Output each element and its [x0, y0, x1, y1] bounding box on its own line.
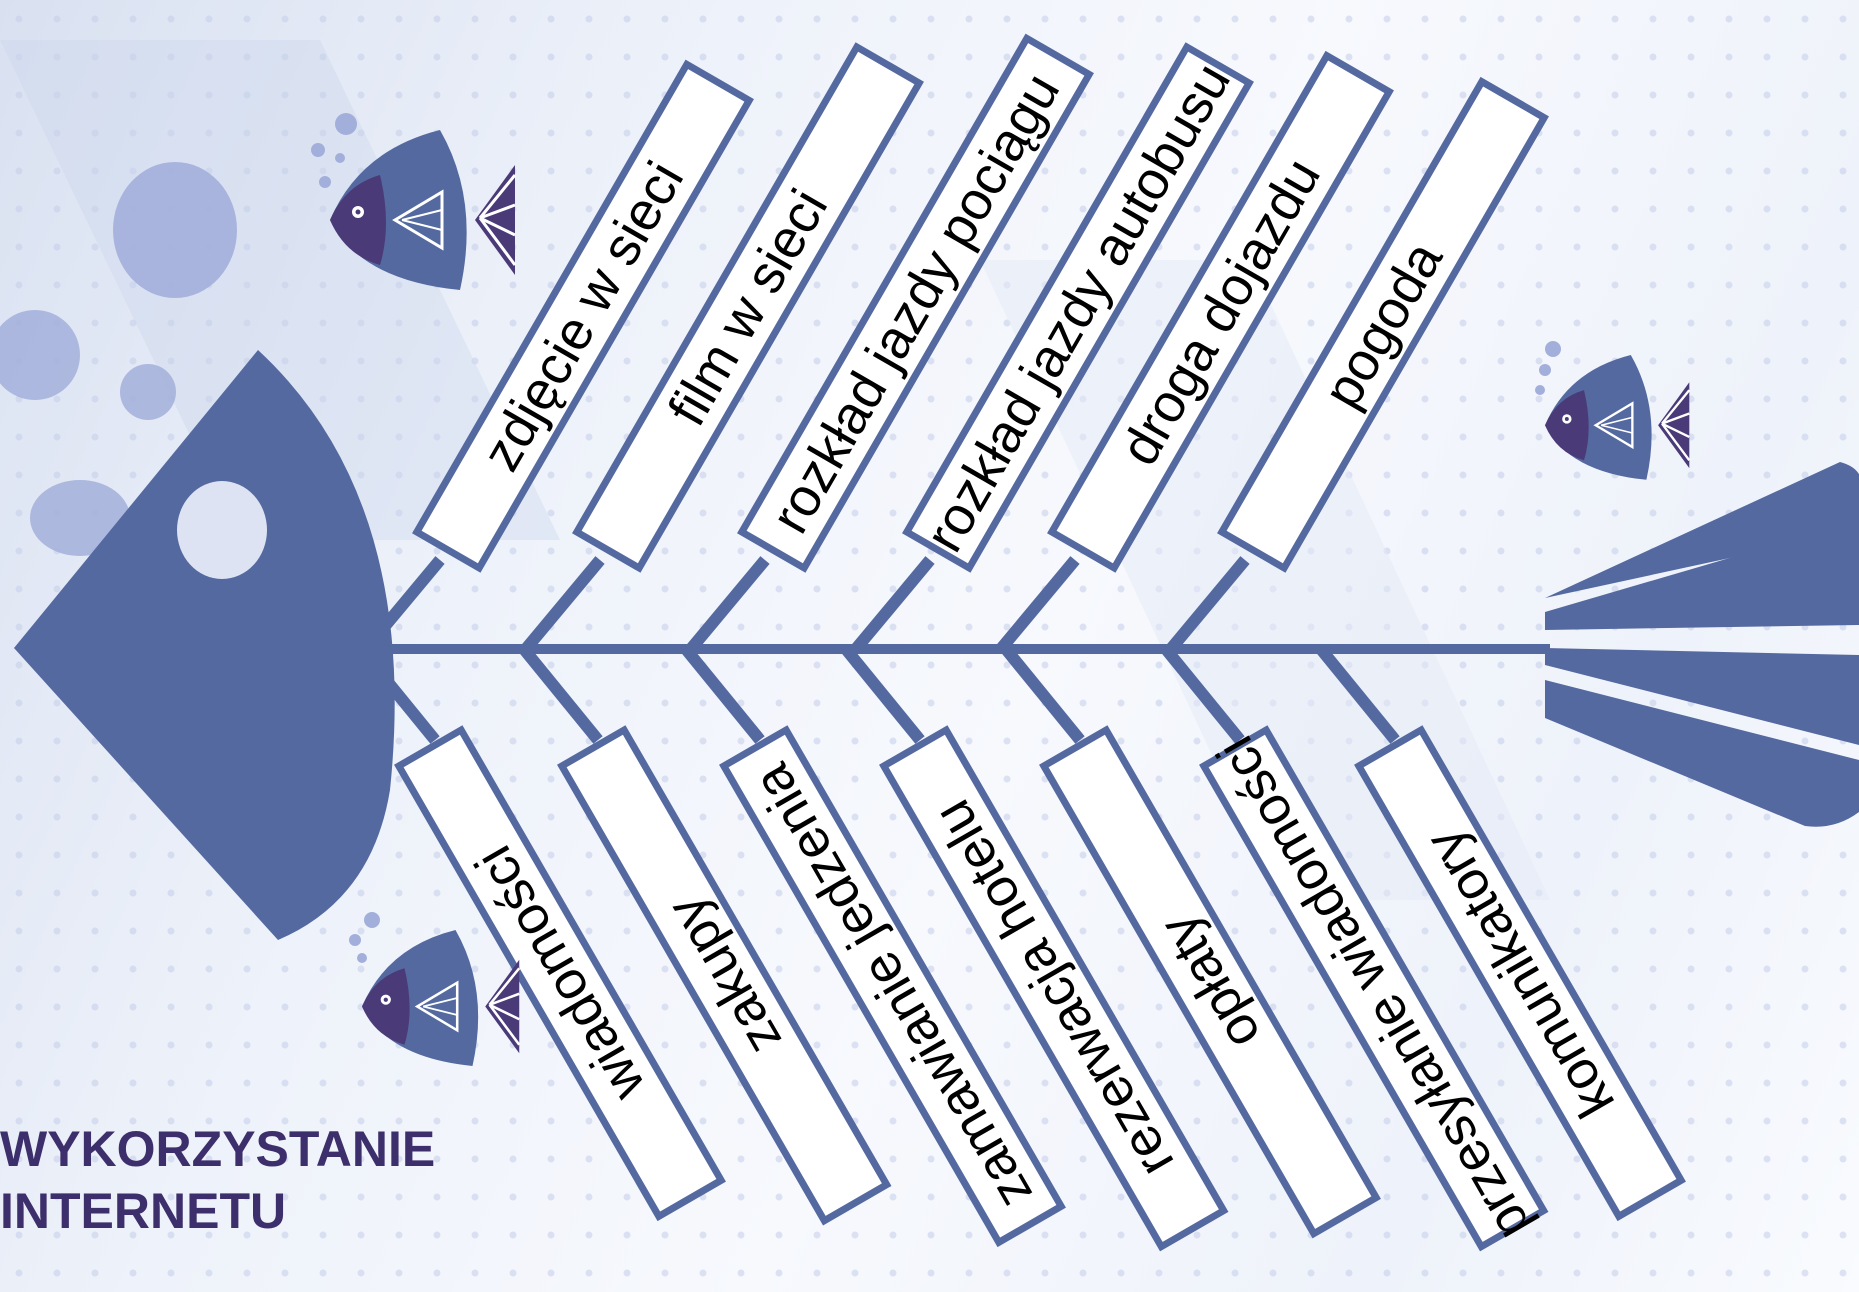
title-line-1: WYKORZYSTANIE: [0, 1121, 436, 1177]
rib-box-frame: [737, 33, 1094, 573]
fish-eye: [177, 481, 267, 579]
small-fishes: [330, 130, 1691, 1066]
background-band: [0, 40, 560, 540]
rib-box-frame: [412, 59, 754, 573]
bubble-icon: [0, 310, 80, 400]
bubble-icon: [349, 934, 361, 946]
fish-tail-icon: [1545, 462, 1859, 827]
rib-box-frame: [1354, 725, 1686, 1222]
rib-line-bottom: [355, 644, 440, 744]
rib-box-frame: [1047, 50, 1394, 573]
rib-box-frame: [557, 725, 892, 1226]
rib-box-frame: [1217, 76, 1549, 573]
rib-line-bottom: [1315, 644, 1400, 744]
rib-line-bottom: [518, 644, 603, 744]
rib-box-frame: [572, 42, 924, 573]
bubbles: [0, 113, 1561, 963]
rib-line-top: [685, 556, 770, 654]
rib-line-top: [995, 556, 1080, 654]
rib-box-frame: [1199, 725, 1549, 1252]
title-line-2: INTERNETU: [0, 1183, 287, 1239]
bubble-icon: [311, 143, 325, 157]
rib-box-frame: [394, 725, 726, 1222]
bubble-icon: [1535, 385, 1545, 395]
rib-line-bottom: [680, 644, 765, 744]
rib-line-top: [1165, 556, 1250, 654]
rib-line-top: [360, 556, 445, 654]
bubble-icon: [1545, 341, 1561, 357]
small-fish-icon: [1545, 355, 1691, 480]
bubble-icon: [357, 953, 367, 963]
bubble-icon: [113, 162, 237, 298]
diagram-title: WYKORZYSTANIE INTERNETU: [0, 1118, 435, 1242]
rib-box-frame: [902, 42, 1254, 573]
bubble-icon: [335, 153, 345, 163]
bubble-icon: [319, 176, 331, 188]
bubble-icon: [335, 113, 357, 135]
rib-line-top: [850, 556, 935, 654]
rib-line-top: [520, 556, 605, 654]
spine: [340, 644, 1550, 654]
small-fish-icon: [362, 930, 521, 1066]
rib-box-frame: [719, 725, 1066, 1248]
rib-line-bottom: [840, 644, 925, 744]
rib-line-bottom: [1160, 644, 1245, 744]
rib-box-frame: [1039, 725, 1381, 1239]
bubble-icon: [364, 912, 380, 928]
bubble-icon: [120, 364, 176, 420]
fish-head-icon: [14, 350, 395, 940]
rib-line-bottom: [1000, 644, 1085, 744]
bubble-icon: [1539, 364, 1551, 376]
rib-box-frame: [879, 725, 1229, 1252]
small-fish-icon: [330, 130, 517, 290]
